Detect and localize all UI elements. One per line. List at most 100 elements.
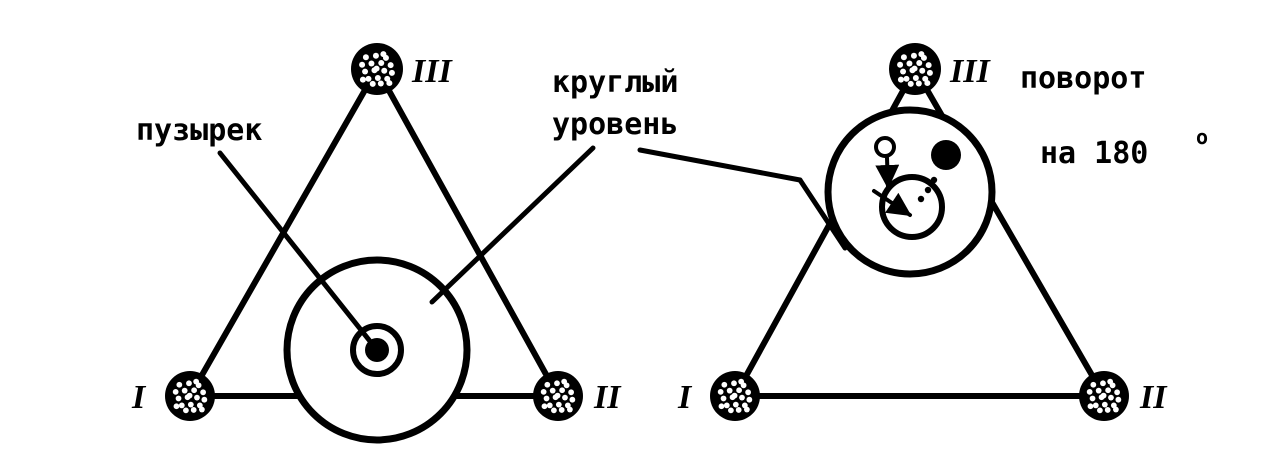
speckle-dot	[559, 387, 565, 394]
speckle-dot	[369, 80, 376, 87]
speckle-dot	[1090, 381, 1097, 388]
bubble-ghost-position	[874, 136, 896, 158]
speckle-dot	[558, 407, 565, 413]
speckle-dot	[567, 406, 573, 413]
speckle-dot	[732, 401, 739, 408]
footscrew-i[interactable]	[710, 371, 760, 421]
speckle-dot	[1113, 406, 1119, 413]
speckle-dot	[173, 403, 180, 410]
ghost-direction-arrow	[875, 156, 900, 189]
speckle-dot	[365, 75, 372, 82]
speckle-dot	[736, 387, 742, 394]
speckle-dot	[562, 394, 568, 401]
speckle-dot	[194, 394, 200, 401]
speckle-dot	[378, 60, 385, 67]
speckle-dot	[543, 395, 550, 402]
speckle-dot	[912, 74, 919, 81]
speckle-dot	[903, 75, 910, 82]
speckle-dot	[1089, 395, 1096, 402]
level-leader	[429, 145, 596, 305]
speckle-dot	[1097, 407, 1103, 414]
speckle-dot	[183, 407, 189, 414]
speckle-dot	[1087, 403, 1094, 410]
speckle-dot	[368, 60, 375, 67]
rotation-annotation-text-line1: поворот	[1020, 61, 1146, 96]
speckle-dot	[906, 60, 913, 67]
speckle-dot	[731, 380, 737, 387]
speckle-dot	[172, 389, 179, 395]
speckle-dot	[546, 402, 553, 409]
speckle-dot	[926, 69, 933, 76]
footscrew-iii[interactable]	[351, 43, 403, 95]
speckle-dot	[897, 61, 904, 68]
displacement-trail-dot	[917, 195, 925, 203]
footscrew-iii[interactable]	[889, 43, 941, 95]
speckle-dot	[1101, 401, 1108, 408]
speckle-dot	[554, 380, 560, 387]
speckle-dot	[915, 80, 922, 87]
speckle-dot	[388, 69, 395, 76]
bubble-centred	[365, 338, 389, 362]
bubble-leader	[217, 150, 380, 353]
speckle-dot	[720, 395, 727, 402]
bubble-annotation-text: пузырек	[136, 113, 262, 148]
displacement-trail-dot	[930, 176, 938, 184]
speckle-dot	[380, 51, 387, 58]
footscrew-i[interactable]	[165, 371, 215, 421]
speckle-dot	[201, 396, 208, 403]
speckle-dot	[561, 378, 568, 385]
speckle-dot	[738, 378, 745, 385]
speckle-dot	[554, 392, 561, 399]
speckle-dot	[362, 68, 369, 75]
screw-label-ii: II	[1139, 379, 1168, 416]
speckle-dot	[1115, 396, 1122, 403]
speckle-dot	[199, 406, 205, 413]
screw-label-iii: III	[411, 53, 453, 90]
speckle-dot	[728, 407, 734, 414]
level-annotation-text-line1: круглый	[552, 65, 678, 100]
speckle-dot	[555, 401, 562, 408]
speckle-dot	[359, 76, 366, 83]
speckle-dot	[911, 65, 918, 72]
centring-arrow	[872, 189, 912, 217]
speckle-dot	[541, 403, 548, 410]
speckle-dot	[897, 76, 904, 83]
speckle-dot	[551, 407, 557, 414]
speckle-dot	[1100, 380, 1106, 387]
speckle-dot	[387, 62, 394, 69]
footscrew-ii[interactable]	[1079, 371, 1129, 421]
tribrach-triangle	[732, 66, 1107, 399]
speckle-dot	[718, 403, 725, 410]
speckle-dot	[907, 80, 914, 87]
speckle-dot	[377, 80, 384, 87]
speckle-dot	[373, 65, 380, 72]
speckle-dot	[918, 51, 925, 58]
speckle-dot	[919, 67, 926, 74]
speckle-dot	[1114, 389, 1120, 396]
speckle-dot	[569, 396, 576, 403]
speckle-dot	[372, 52, 379, 59]
speckle-dot	[731, 392, 738, 399]
speckle-dot	[1100, 392, 1107, 399]
screw-label-iii: III	[949, 53, 991, 90]
speckle-dot	[359, 61, 366, 68]
circular-level-rim	[824, 106, 996, 278]
footscrew-ii[interactable]	[533, 371, 583, 421]
speckle-dot	[910, 52, 917, 59]
speckle-dot	[176, 381, 183, 388]
screw-label-i: I	[677, 379, 693, 416]
speckle-dot	[540, 389, 547, 395]
speckle-dot	[200, 389, 206, 396]
screw-label-i: I	[131, 379, 147, 416]
speckle-dot	[746, 396, 753, 403]
speckle-dot	[717, 389, 724, 395]
displacement-trail-dot	[924, 186, 932, 194]
level-annotation-text-line2: уровень	[552, 107, 678, 142]
level-annotation-leader-right	[637, 147, 803, 183]
speckle-dot	[745, 389, 751, 396]
speckle-dot	[186, 380, 192, 387]
speckle-dot	[1108, 394, 1114, 401]
speckle-dot	[386, 80, 393, 87]
speckle-dot	[193, 378, 200, 385]
